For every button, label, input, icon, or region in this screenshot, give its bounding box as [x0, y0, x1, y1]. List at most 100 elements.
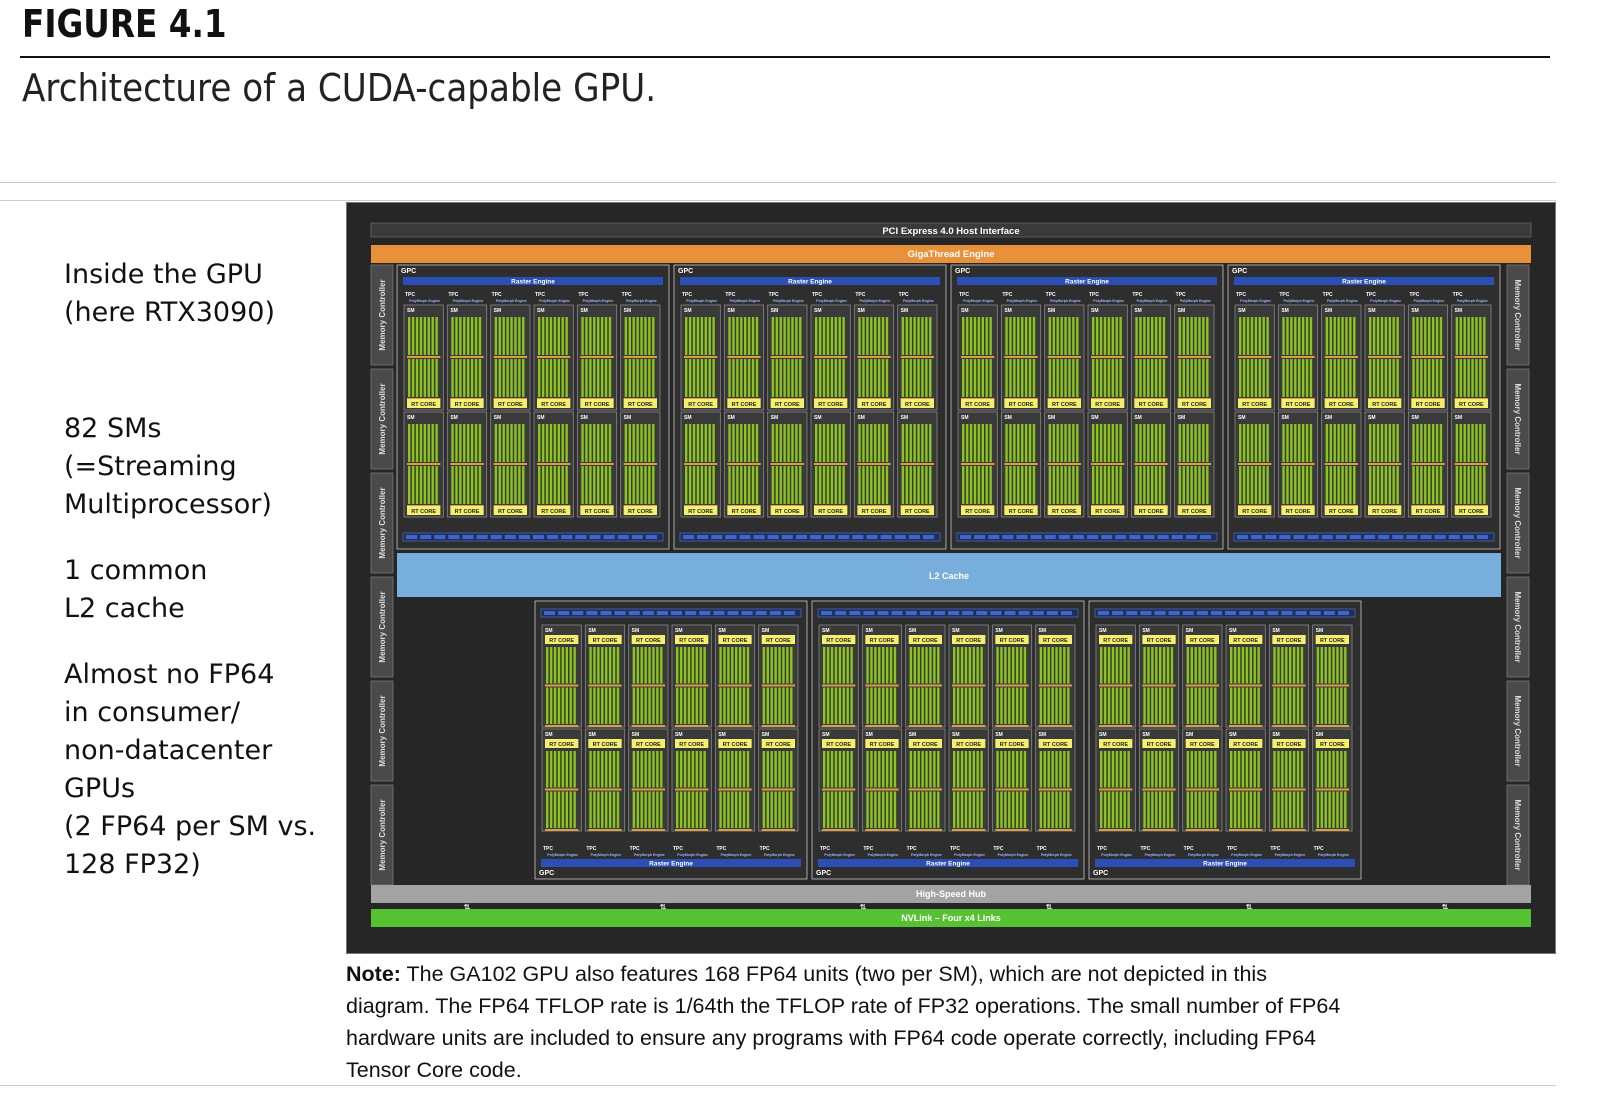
cuda-core-column — [593, 466, 596, 504]
texture-unit — [852, 535, 864, 539]
rt-core — [450, 506, 484, 515]
cuda-core-column — [636, 466, 639, 504]
cuda-core-column — [964, 687, 968, 724]
cuda-core-column — [1060, 466, 1063, 504]
cuda-core-column — [644, 424, 647, 462]
sidebar-line: in consumer/ — [64, 697, 240, 728]
cuda-core-column — [1023, 791, 1027, 828]
cuda-core-column — [1021, 466, 1024, 504]
sidebar-line: Inside the GPU — [64, 259, 263, 290]
cuda-core-column — [601, 751, 604, 788]
cuda-core-column — [636, 424, 639, 462]
rt-core — [1281, 399, 1315, 408]
cuda-core-column — [964, 791, 968, 828]
cuda-core-column — [1143, 687, 1146, 724]
memory-controller-label: Memory Controller — [1513, 383, 1522, 454]
texture-unit — [1072, 535, 1084, 539]
cuda-core-column — [691, 751, 695, 788]
cuda-core-column — [1017, 317, 1020, 355]
sm-label: SM — [1238, 415, 1246, 421]
cuda-core-column — [1198, 359, 1201, 397]
register-strip — [1272, 788, 1306, 791]
cuda-core-column — [1320, 791, 1323, 828]
cuda-core-column — [1340, 751, 1343, 788]
cuda-core-column — [1388, 359, 1391, 397]
register-strip — [493, 356, 527, 358]
tpc-label: TPC — [820, 846, 830, 852]
register-strip — [1368, 463, 1402, 465]
cuda-core-column — [712, 359, 715, 397]
cuda-core-column — [1345, 359, 1348, 397]
cuda-core-column — [815, 424, 818, 462]
cuda-core-column — [435, 359, 438, 397]
rt-core-label: RT CORE — [818, 509, 843, 515]
sm-label: SM — [857, 308, 865, 314]
cuda-core-column — [1257, 751, 1260, 788]
cuda-core-column — [1166, 687, 1170, 724]
cuda-core-column — [648, 791, 651, 828]
cuda-core-column — [1316, 647, 1320, 684]
cuda-core-column — [1123, 687, 1126, 724]
cuda-core-column — [1300, 791, 1304, 828]
cuda-core-column — [518, 424, 521, 462]
texture-unit — [769, 611, 781, 615]
cuda-core-column — [565, 647, 568, 684]
cuda-core-column — [557, 317, 560, 355]
cuda-core-column — [1068, 317, 1071, 355]
cuda-core-column — [1064, 359, 1067, 397]
cuda-core-column — [692, 424, 696, 462]
cuda-core-column — [830, 687, 834, 724]
cuda-core-column — [506, 359, 509, 397]
cuda-core-column — [929, 647, 932, 684]
cuda-core-column — [1416, 359, 1419, 397]
cuda-core-column — [1254, 466, 1258, 504]
cuda-core-column — [909, 424, 912, 462]
cuda-core-column — [1107, 359, 1111, 397]
cuda-core-column — [565, 317, 568, 355]
cuda-core-column — [735, 791, 738, 828]
cuda-core-column — [1162, 647, 1166, 684]
cuda-core-column — [862, 424, 865, 462]
sm-label: SM — [1455, 308, 1463, 314]
cuda-core-column — [1471, 466, 1474, 504]
rt-core-label: RT CORE — [1416, 402, 1441, 408]
cuda-core-column — [1162, 791, 1166, 828]
rt-core — [761, 739, 795, 748]
link-arrow-icon: ⇅ — [860, 903, 867, 912]
texture-unit — [1154, 611, 1166, 615]
cuda-core-column — [1170, 647, 1174, 684]
texture-unit — [434, 535, 446, 539]
register-strip — [1411, 463, 1445, 465]
sm-label: SM — [675, 628, 683, 634]
cuda-core-column — [1056, 359, 1059, 397]
cuda-core-column — [1076, 466, 1079, 504]
texture-unit — [1364, 535, 1376, 539]
cuda-core-column — [1471, 424, 1474, 462]
cuda-core-column — [1286, 466, 1289, 504]
cuda-core-column — [408, 359, 411, 397]
cuda-core-column — [980, 751, 983, 788]
cuda-core-column — [736, 317, 739, 355]
raster-engine-bar — [680, 277, 940, 285]
cuda-core-column — [742, 687, 746, 724]
cuda-core-column — [933, 687, 936, 724]
cuda-core-column — [1067, 751, 1070, 788]
cuda-core-column — [791, 424, 794, 462]
cuda-core-column — [565, 359, 568, 397]
cuda-core-column — [1021, 317, 1024, 355]
cuda-core-column — [1059, 751, 1062, 788]
cuda-core-column — [960, 791, 964, 828]
cuda-core-column — [612, 647, 616, 684]
rt-core — [1004, 399, 1038, 408]
cuda-core-column — [1479, 317, 1482, 355]
cuda-core-column — [799, 466, 802, 504]
cuda-core-column — [723, 647, 726, 684]
cuda-core-column — [1064, 424, 1067, 462]
register-strip — [865, 684, 899, 687]
cuda-core-column — [419, 359, 423, 397]
rt-core — [1229, 739, 1263, 748]
cuda-core-column — [463, 424, 466, 462]
cuda-core-column — [790, 791, 793, 828]
figure-label: FIGURE 4.1 — [22, 2, 227, 46]
texture-unit — [1185, 535, 1197, 539]
